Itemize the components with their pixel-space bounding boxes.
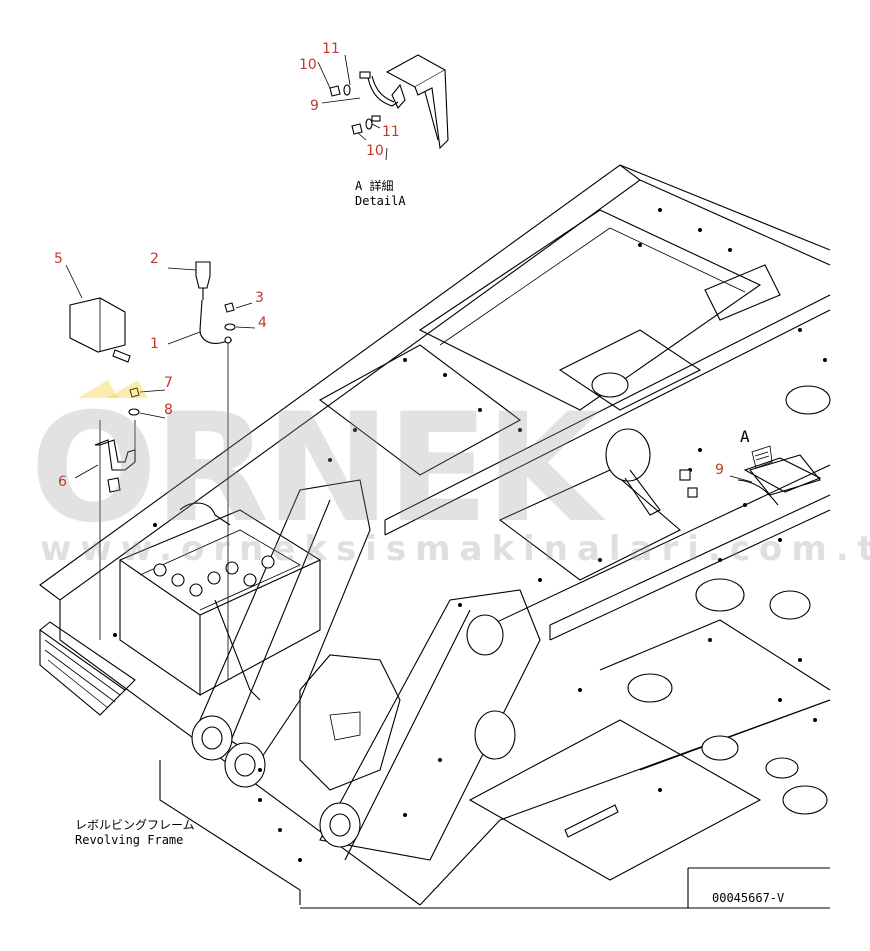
detail-title-jp: A 詳細: [355, 178, 393, 193]
callout-11-bottom: 11: [382, 124, 400, 140]
leader-lines: [65, 54, 753, 483]
watermark-url: www.orneksismakinalari.com.tr: [40, 529, 870, 569]
detail-title-en: DetailA: [355, 194, 406, 208]
callout-6: 6: [58, 474, 67, 490]
callout-4: 4: [258, 315, 267, 331]
frame-label-en: Revolving Frame: [75, 833, 183, 847]
revolving-frame-drawing: [39, 164, 831, 909]
detail-callout-letter: A: [740, 427, 750, 446]
callout-2: 2: [150, 251, 159, 267]
detail-a-drawing: [329, 54, 449, 150]
parts-cluster: [69, 261, 236, 640]
callout-3: 3: [255, 290, 264, 306]
callout-11-top: 11: [322, 41, 340, 57]
watermark-brand: ORNEK: [30, 382, 606, 556]
watermark: ORNEK www.orneksismakinalari.com.tr: [30, 380, 870, 569]
callout-9-detail: 9: [310, 98, 319, 114]
callout-10-top: 10: [299, 57, 317, 73]
callout-9-main: 9: [715, 462, 724, 478]
callout-7: 7: [164, 375, 173, 391]
callout-10-bottom: 10: [366, 143, 384, 159]
drawing-number: 00045667-V: [712, 891, 784, 905]
callouts: 5 2 3 4 1 7 8 6 9 11 10 9 11 10: [54, 41, 724, 490]
labels: A 詳細 DetailA A レボルビングフレーム Revolving Fram…: [75, 178, 784, 905]
frame-label-jp: レボルビングフレーム: [75, 818, 195, 832]
callout-1: 1: [150, 336, 159, 352]
callout-5: 5: [54, 251, 63, 267]
callout-8: 8: [164, 402, 173, 418]
rivet-dots: [113, 208, 827, 862]
